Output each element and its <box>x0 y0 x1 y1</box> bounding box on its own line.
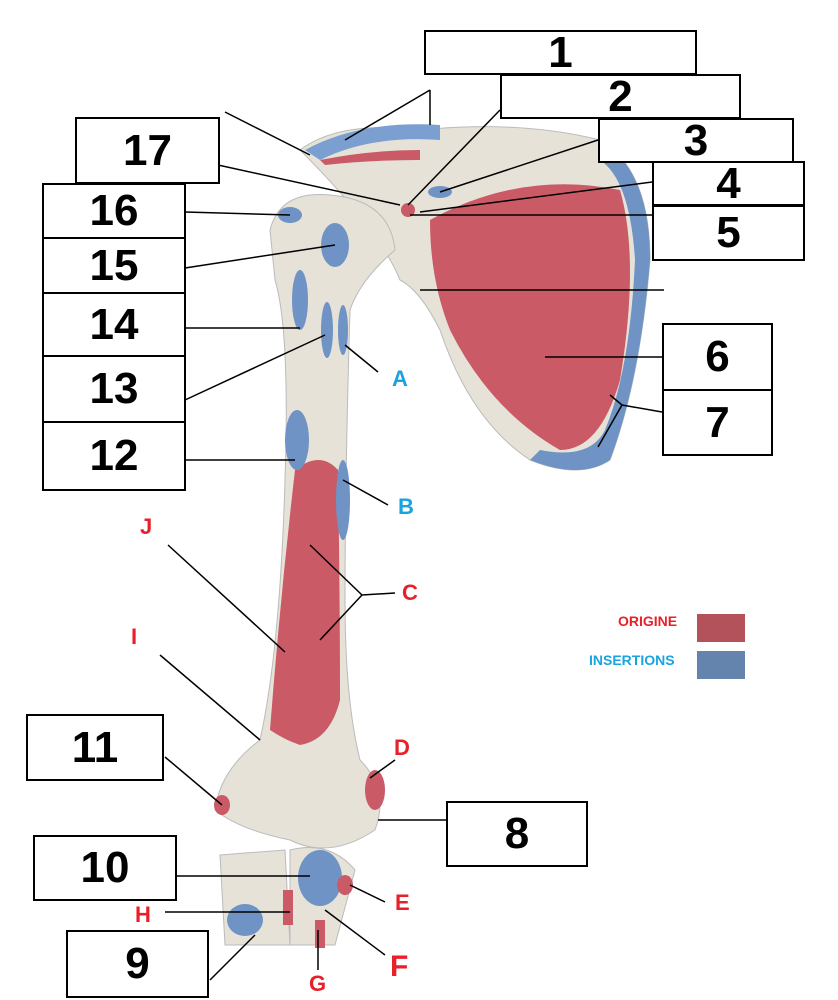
label-box-4[interactable]: 4 <box>652 159 805 208</box>
letter-d: D <box>394 735 410 760</box>
leader-lines <box>159 89 664 981</box>
label-box-7[interactable]: 7 <box>662 389 773 456</box>
label-box-16[interactable]: 16 <box>42 183 186 239</box>
scapula-insertion-rim <box>530 140 650 470</box>
label-box-1[interactable]: 1 <box>424 28 697 77</box>
label-box-11[interactable]: 11 <box>26 714 164 781</box>
label-box-2[interactable]: 2 <box>500 72 741 121</box>
label-box-15[interactable]: 15 <box>42 237 186 294</box>
letter-b: B <box>398 494 414 519</box>
legend-origin-label: ORIGINE <box>618 613 678 629</box>
letter-g: G <box>309 971 327 996</box>
legend-insertion-label: INSERTIONS <box>589 652 675 668</box>
label-box-8[interactable]: 8 <box>446 801 588 867</box>
label-box-17[interactable]: 17 <box>75 117 220 184</box>
label-box-14[interactable]: 14 <box>42 292 186 357</box>
letter-f: F <box>390 950 409 983</box>
letter-e: E <box>395 890 410 915</box>
label-box-12[interactable]: 12 <box>42 421 186 491</box>
letter-a: A <box>392 366 408 391</box>
label-box-6[interactable]: 6 <box>662 323 773 391</box>
letter-j: J <box>140 514 153 539</box>
letter-i: I <box>131 624 138 649</box>
label-box-5[interactable]: 5 <box>652 205 805 261</box>
label-box-3[interactable]: 3 <box>598 116 794 165</box>
scapula-origin-area <box>430 184 630 450</box>
letter-c: C <box>402 580 418 605</box>
letter-h: H <box>135 902 151 927</box>
legend-insertion-swatch <box>697 651 745 679</box>
label-box-10[interactable]: 10 <box>33 835 177 901</box>
legend-origin-swatch <box>697 614 745 642</box>
label-box-13[interactable]: 13 <box>42 355 186 423</box>
label-box-9[interactable]: 9 <box>66 930 209 998</box>
